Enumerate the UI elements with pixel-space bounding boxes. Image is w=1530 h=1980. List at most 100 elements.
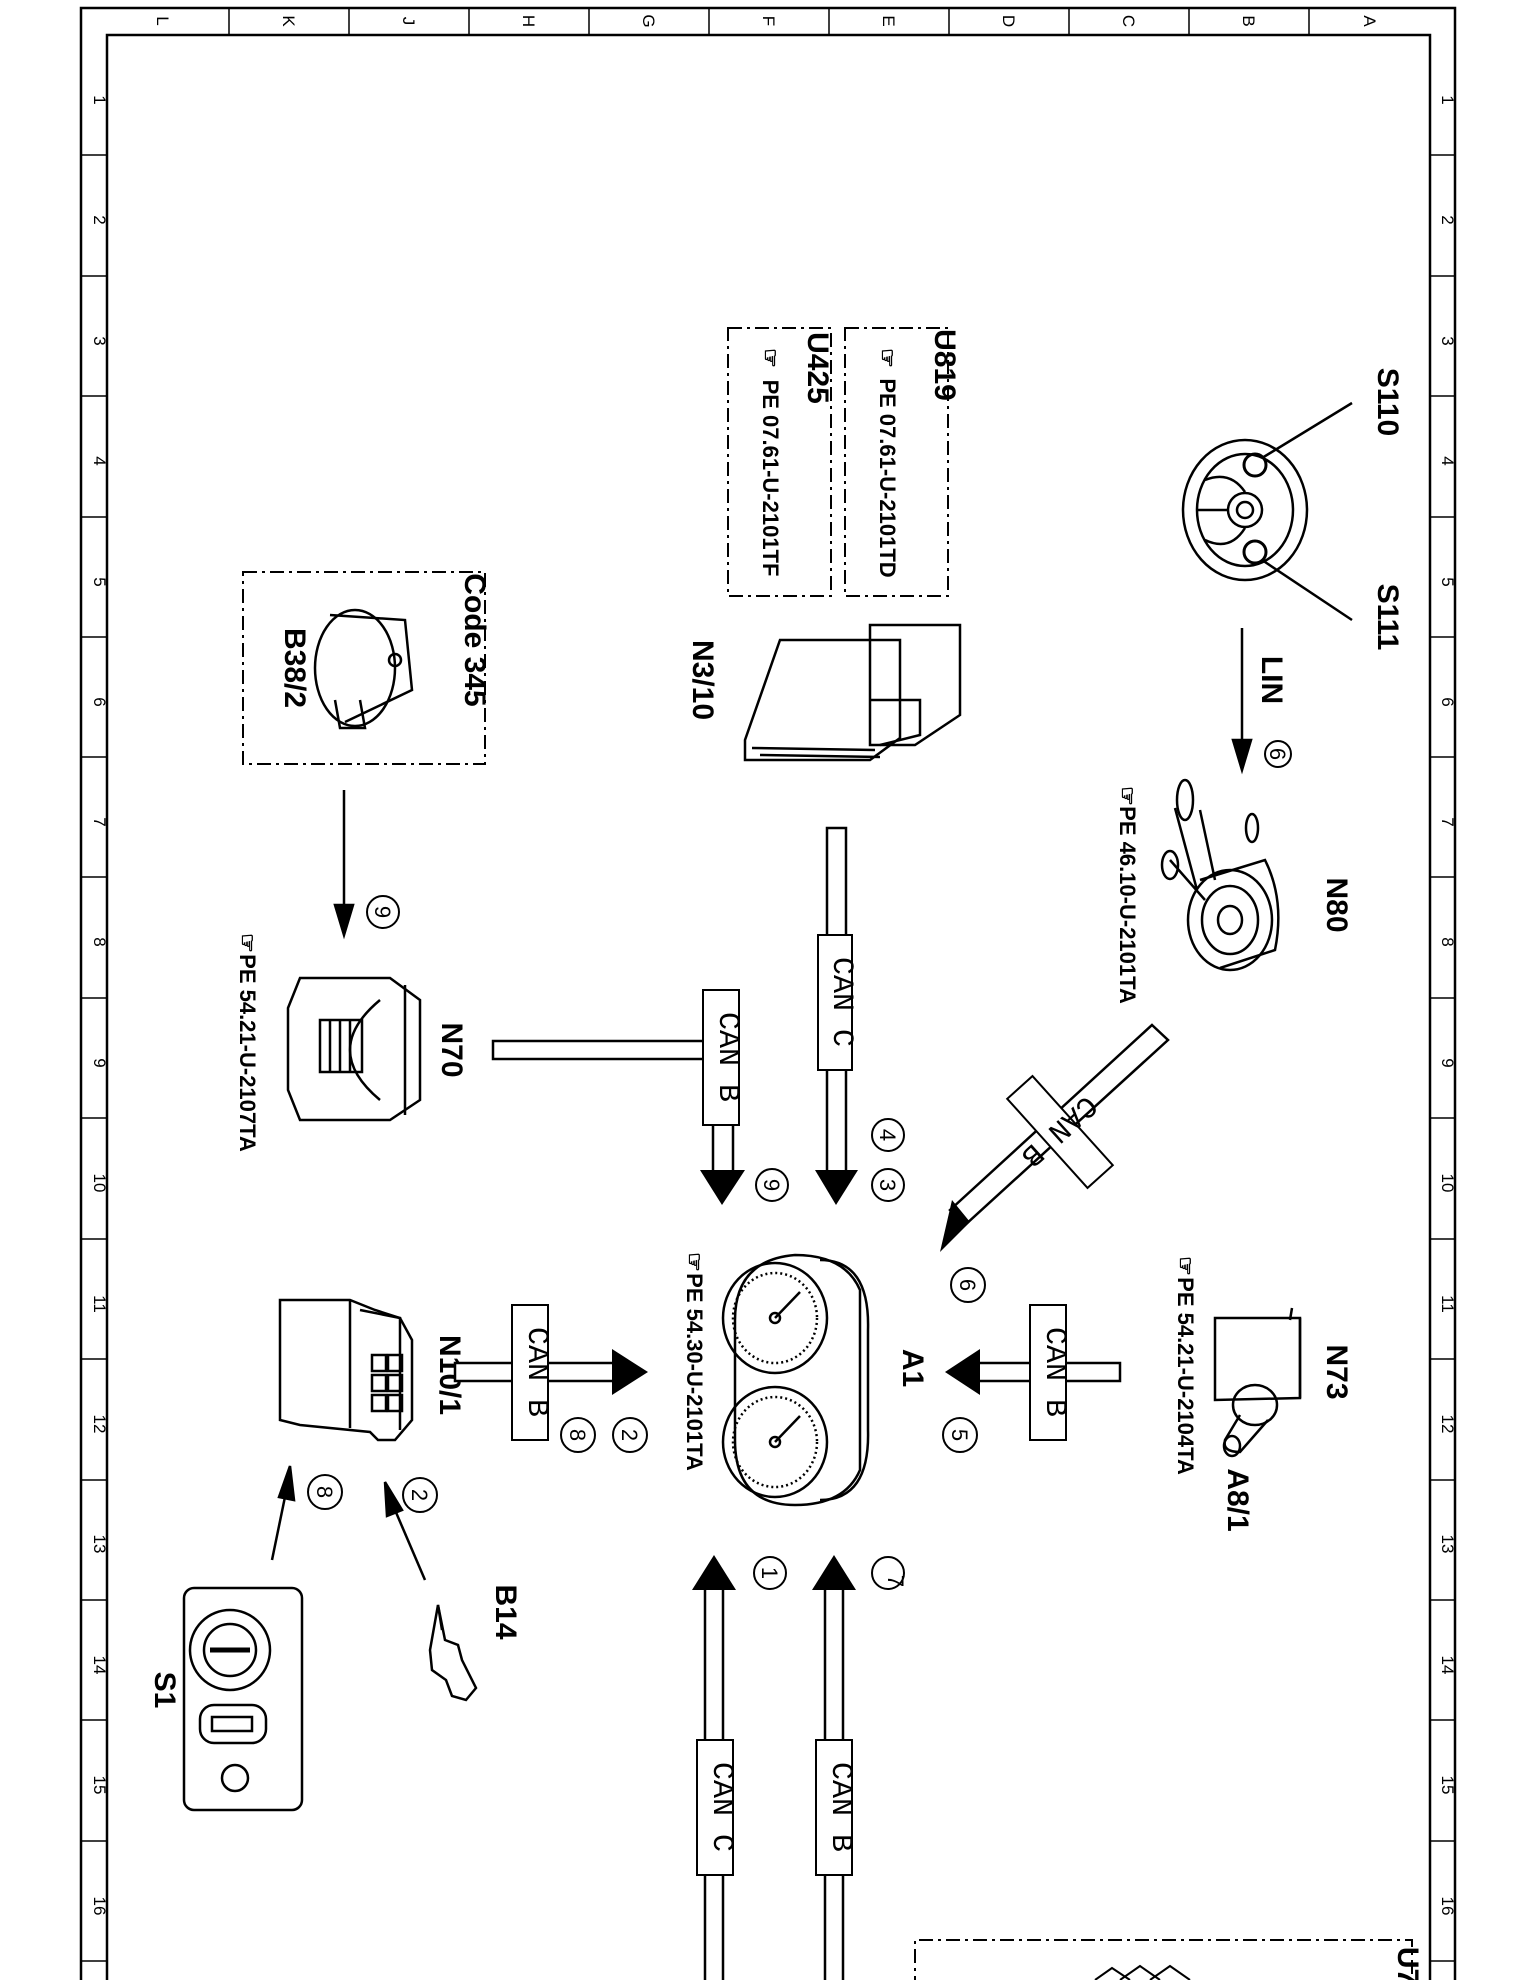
label-a8-1: A8/1 bbox=[1221, 1468, 1254, 1531]
can-b-bus-n73: CAN B bbox=[945, 1304, 1122, 1441]
grid-row-label-right: 7 bbox=[1438, 817, 1457, 826]
svg-text:CAN C: CAN C bbox=[824, 957, 858, 1047]
u7-dashed-box bbox=[914, 1939, 1413, 1980]
label-u425: U425 bbox=[801, 332, 834, 404]
steering-wheel-icon bbox=[1181, 401, 1353, 622]
grid-row-label-right: 15 bbox=[1438, 1776, 1457, 1795]
svg-text:6: 6 bbox=[1265, 748, 1290, 760]
u425-reference: PE 07.61-U-2101TF bbox=[758, 380, 783, 577]
hand-pointer-icon: ☞ bbox=[1173, 1256, 1198, 1276]
grid-row-label-left: 1 bbox=[90, 95, 109, 104]
svg-text:CAN B: CAN B bbox=[1037, 1327, 1071, 1417]
grid-row-label-right: 1 bbox=[1438, 95, 1457, 104]
grid-row-label-right: 5 bbox=[1438, 577, 1457, 586]
svg-text:9: 9 bbox=[370, 906, 395, 918]
grid-row-label-left: 13 bbox=[90, 1535, 109, 1554]
svg-text:6: 6 bbox=[955, 1279, 980, 1291]
can-c-bus-bottom: CAN C bbox=[692, 1555, 738, 1980]
grid-row-label-left: 5 bbox=[90, 577, 109, 586]
label-u819: U819 bbox=[928, 329, 961, 401]
grid-col-label: E bbox=[879, 15, 898, 26]
n10-1-sam-module-icon bbox=[278, 1298, 414, 1442]
u819-dashed-box bbox=[844, 327, 949, 597]
grid-row-label-right: 12 bbox=[1438, 1415, 1457, 1434]
n70-reference: PE 54.21-U-2107TA bbox=[235, 954, 260, 1152]
svg-text:8: 8 bbox=[312, 1486, 337, 1498]
grid-row-label-right: 13 bbox=[1438, 1535, 1457, 1554]
grid-col-label: A bbox=[1360, 15, 1379, 27]
grid-col-label: L bbox=[153, 16, 172, 25]
arrow-b14-to-n10-1 bbox=[383, 1481, 427, 1581]
label-s111: S111 bbox=[1371, 584, 1404, 651]
svg-text:CAN C: CAN C bbox=[704, 1762, 738, 1852]
grid-col-label: J bbox=[399, 17, 418, 26]
grid-row-label-right: 2 bbox=[1438, 215, 1457, 224]
grid-row-label-right: 6 bbox=[1438, 697, 1457, 706]
can-b-bus-n70: CAN B bbox=[491, 989, 745, 1205]
circle-marker-7: 7 bbox=[871, 1556, 908, 1590]
circle-marker-3: 3 bbox=[871, 1168, 905, 1202]
grid-col-label: B bbox=[1239, 15, 1258, 26]
circle-marker-9: 9 bbox=[755, 1168, 789, 1202]
grid-col-label: D bbox=[999, 15, 1018, 27]
svg-text:5: 5 bbox=[947, 1429, 972, 1441]
lin-arrow bbox=[1231, 628, 1253, 775]
label-lin: LIN bbox=[1255, 656, 1288, 704]
svg-text:3: 3 bbox=[875, 1179, 900, 1191]
svg-text:2: 2 bbox=[407, 1489, 432, 1501]
a1-reference: PE 54.30-U-2101TA bbox=[682, 1273, 707, 1471]
grid-col-label: G bbox=[639, 14, 658, 27]
hand-pointer-icon: ☞ bbox=[758, 348, 783, 368]
arrow-b38-2-to-n70 bbox=[333, 790, 355, 940]
svg-text:9: 9 bbox=[759, 1179, 784, 1191]
grid-col-label: F bbox=[759, 16, 778, 26]
label-n73: N73 bbox=[1320, 1344, 1353, 1399]
grid-row-label-right: 14 bbox=[1438, 1656, 1457, 1675]
n80-reference: ☞ PE 46.10-U-2101TA bbox=[1115, 786, 1140, 1004]
circle-marker-4: 4 bbox=[871, 1118, 905, 1152]
label-n70: N70 bbox=[435, 1022, 468, 1077]
grid-row-label-right: 9 bbox=[1438, 1058, 1457, 1067]
grid-row-label-left: 7 bbox=[90, 817, 109, 826]
circle-marker-2-b14: 2 bbox=[402, 1477, 438, 1513]
circle-marker-8-s1: 8 bbox=[307, 1474, 343, 1510]
grid-col-label: H bbox=[519, 15, 538, 27]
grid-row-label-left: 15 bbox=[90, 1776, 109, 1795]
svg-text:CAN B: CAN B bbox=[823, 1762, 857, 1852]
grid-col-label: C bbox=[1119, 15, 1138, 27]
grid-row-label-right: 11 bbox=[1438, 1295, 1457, 1313]
label-s110: S110 bbox=[1371, 368, 1404, 436]
grid-row-label-left: 14 bbox=[90, 1656, 109, 1675]
circle-marker-8: 8 bbox=[560, 1417, 596, 1453]
svg-text:7: 7 bbox=[883, 1575, 908, 1587]
circle-marker-1: 1 bbox=[753, 1556, 787, 1590]
label-b38-2: B38/2 bbox=[278, 628, 311, 708]
can-c-bus-n3-10: CAN C bbox=[815, 826, 858, 1205]
hand-pointer-icon: ☞ bbox=[875, 348, 900, 368]
n80-steering-column-module-icon bbox=[1160, 778, 1280, 972]
a1-instrument-cluster-icon bbox=[721, 1253, 870, 1507]
circle-marker-6-lin: 6 bbox=[1264, 740, 1292, 768]
u425-dashed-box bbox=[727, 327, 832, 597]
svg-text:4: 4 bbox=[875, 1129, 900, 1141]
arrow-s1-to-n10-1 bbox=[270, 1465, 296, 1561]
u7-partial-icon bbox=[1094, 1964, 1191, 1980]
n3-10-control-unit-icon bbox=[743, 623, 962, 762]
grid-row-label-right: 4 bbox=[1438, 456, 1457, 465]
svg-text:CAN B: CAN B bbox=[519, 1327, 553, 1417]
can-b-bus-n10-1: CAN B bbox=[453, 1304, 648, 1441]
grid-row-label-left: 6 bbox=[90, 697, 109, 706]
grid-row-label-left: 12 bbox=[90, 1415, 109, 1434]
svg-text:8: 8 bbox=[565, 1429, 590, 1441]
grid-row-label-left: 3 bbox=[90, 336, 109, 345]
circle-marker-5: 5 bbox=[942, 1417, 978, 1453]
grid-row-label-left: 10 bbox=[90, 1174, 109, 1193]
svg-text:2: 2 bbox=[617, 1429, 642, 1441]
circle-marker-6: 6 bbox=[950, 1267, 986, 1303]
grid-row-label-left: 8 bbox=[90, 937, 109, 946]
label-u7: U7 bbox=[1391, 1947, 1424, 1980]
grid-row-label-right: 10 bbox=[1438, 1174, 1457, 1193]
n73-ignition-switch-icon bbox=[1213, 1307, 1302, 1458]
label-code-345: Code 345 bbox=[458, 573, 491, 706]
